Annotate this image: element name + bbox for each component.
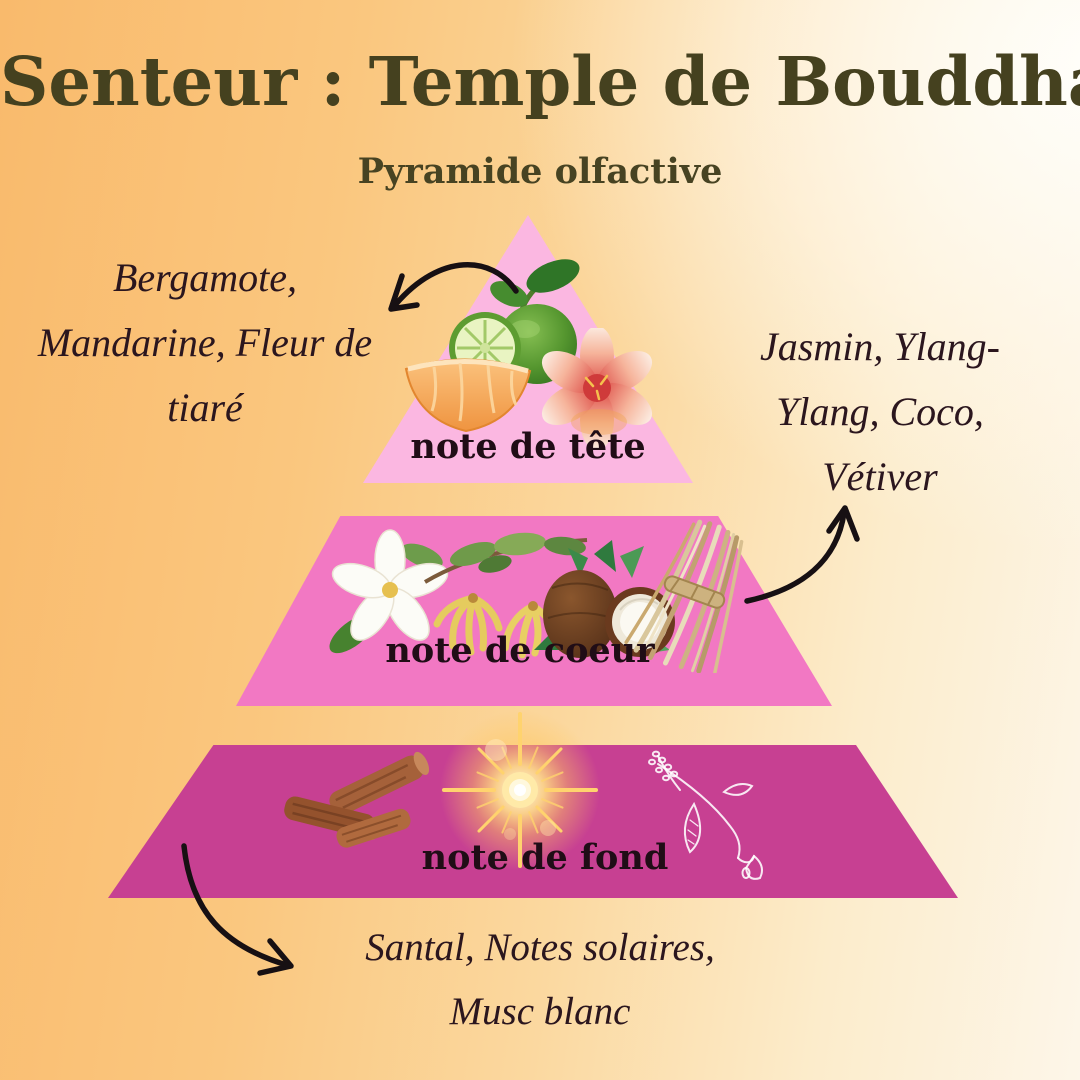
tiare-flower-icon (541, 328, 653, 450)
annotation-line: Jasmin, Ylang- (760, 324, 1000, 369)
arrow-to-heart-notes (744, 505, 860, 604)
annotation-line: Vétiver (822, 454, 938, 499)
annotation-line: Santal, Notes solaires, (365, 926, 715, 969)
vetiver-icon (624, 519, 744, 673)
ylang-ylang-icon (423, 532, 588, 659)
annotation-line: tiaré (167, 385, 243, 430)
annotation-line: Musc blanc (449, 990, 631, 1033)
sun-icon (440, 710, 600, 870)
annotation-line: Mandarine, Fleur de (37, 320, 373, 365)
jasmine-icon (329, 529, 449, 654)
sandalwood-icon (284, 751, 430, 848)
annotation-heart-notes: Jasmin, Ylang- Ylang, Coco, Vétiver (700, 314, 1060, 509)
label-note-de-tete: note de tête (410, 426, 646, 467)
page-subtitle: Pyramide olfactive (357, 151, 723, 192)
annotation-base-notes: Santal, Notes solaires, Musc blanc (250, 916, 830, 1044)
label-note-de-fond: note de fond (421, 837, 669, 878)
annotation-line: Bergamote, (112, 255, 298, 300)
mandarin-segment-icon (404, 358, 532, 433)
annotation-line: Ylang, Coco, (776, 389, 984, 434)
page-title: Senteur : Temple de Bouddha (0, 42, 1080, 121)
label-note-de-coeur: note de coeur (385, 630, 655, 671)
annotation-top-notes: Bergamote, Mandarine, Fleur de tiaré (5, 245, 405, 440)
musk-plant-icon (648, 750, 763, 880)
